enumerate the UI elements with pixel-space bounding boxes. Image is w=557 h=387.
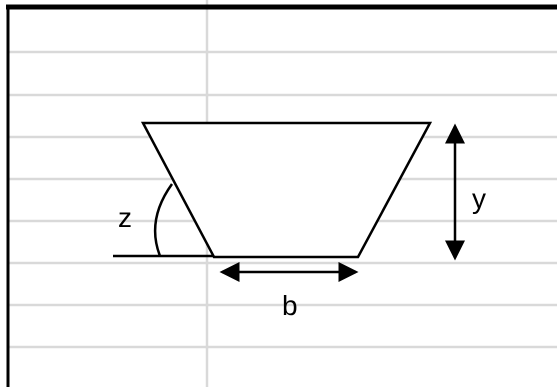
depth-label: y bbox=[472, 183, 486, 214]
side-slope-label: z bbox=[118, 202, 132, 233]
channel-cross-section bbox=[140, 121, 433, 259]
bottom-width-label: b bbox=[282, 290, 298, 321]
slope-angle-arc bbox=[153, 183, 174, 257]
